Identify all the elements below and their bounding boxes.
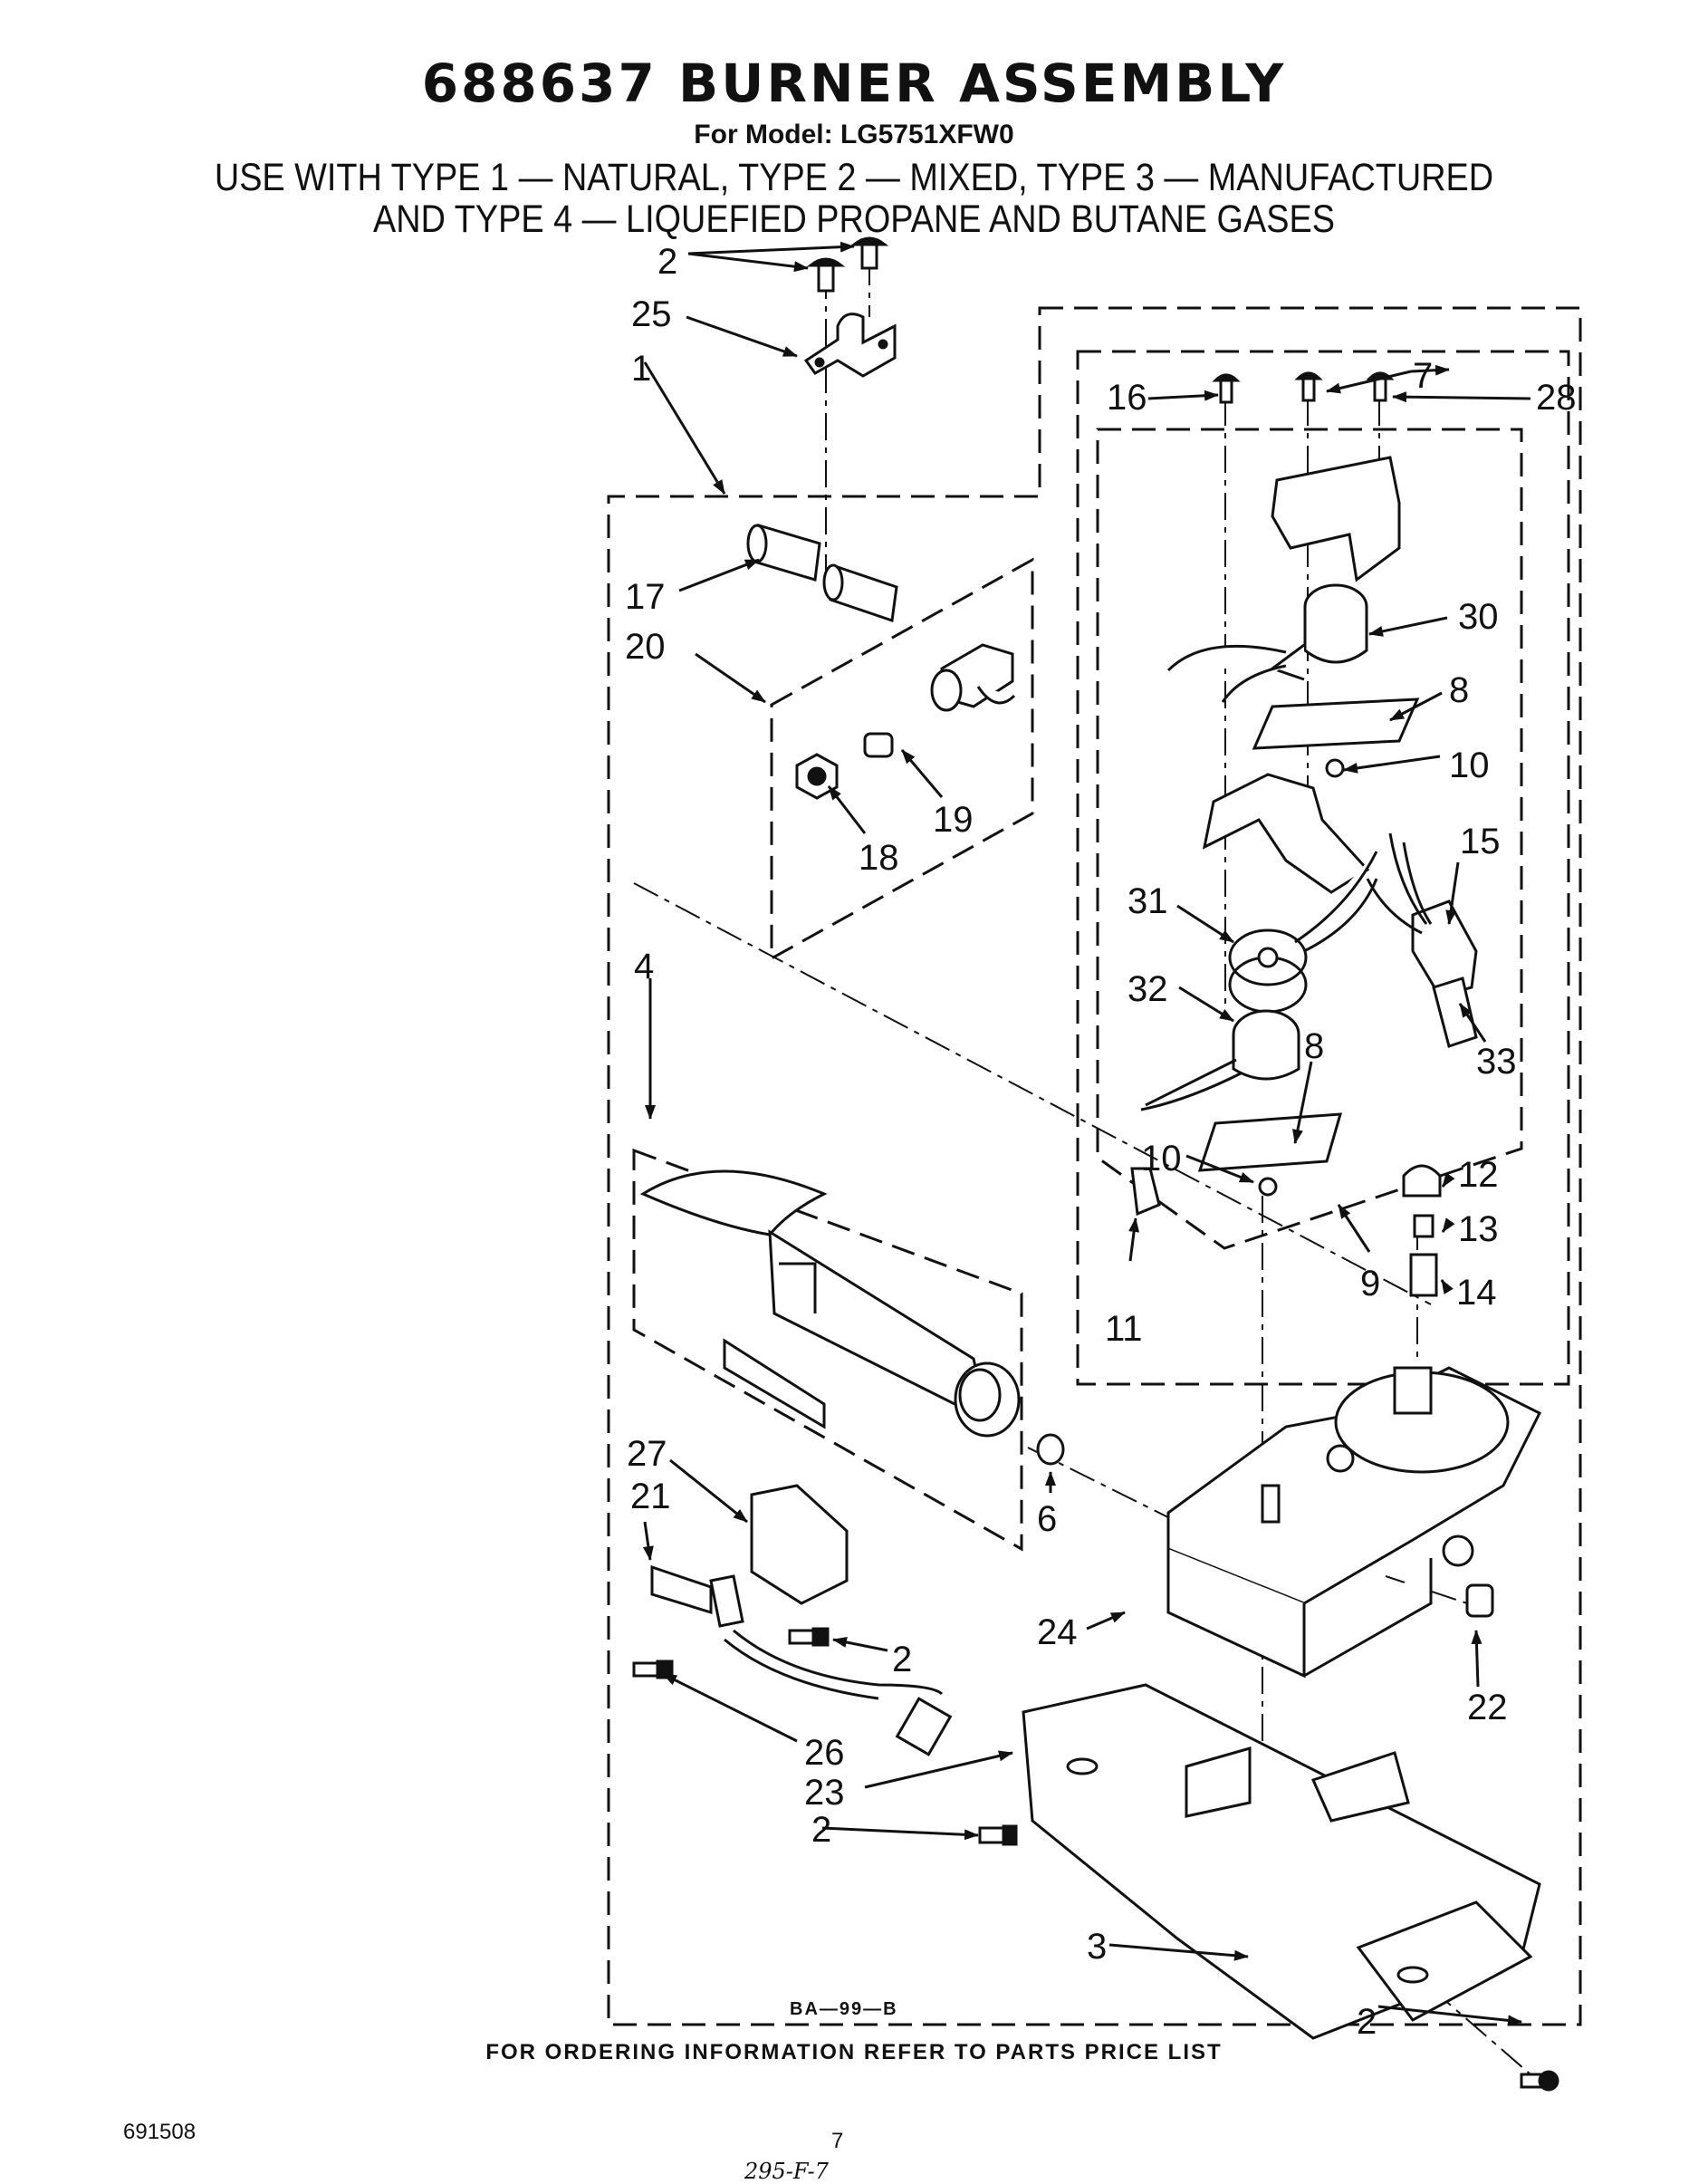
callout-label: 12 <box>1458 1155 1499 1195</box>
callout-label: 13 <box>1458 1209 1499 1249</box>
ordering-note: FOR ORDERING INFORMATION REFER TO PARTS … <box>485 2040 1223 2064</box>
gas-type-line-1: USE WITH TYPE 1 — NATURAL, TYPE 2 — MIXE… <box>214 156 1494 199</box>
callout-label: 27 <box>627 1434 667 1474</box>
callout-label: 10 <box>1141 1139 1182 1179</box>
callout-label: 7 <box>1413 356 1433 396</box>
callout-label: 19 <box>933 800 974 840</box>
handwritten-note: 295-F-7 <box>744 2159 829 2184</box>
callout-labels: 2 25 1 16 7 28 17 20 30 8 10 19 18 15 31… <box>625 242 1577 2042</box>
callout-label: 8 <box>1304 1026 1324 1066</box>
connector-parts <box>1366 832 1478 1048</box>
callout-label: 2 <box>811 1810 831 1850</box>
pipe-nipple-parts <box>746 524 898 623</box>
valve-coil-parts <box>1130 456 1420 1217</box>
callout-label: 10 <box>1449 746 1490 785</box>
screw-icon <box>978 1824 1018 1846</box>
callout-label: 20 <box>625 627 666 667</box>
model-subtitle: For Model: LG5751XFW0 <box>694 120 1014 149</box>
coil-subassembly-boundary <box>1096 428 1523 1250</box>
page-number: 7 <box>831 2129 844 2153</box>
igniter-parts <box>650 1484 953 1756</box>
callout-label: 3 <box>1087 1927 1107 1967</box>
valve-subassembly-boundary <box>1076 350 1570 1386</box>
callout-label: 17 <box>625 577 666 617</box>
callout-label: 2 <box>892 1640 912 1679</box>
callout-label: 16 <box>1107 378 1147 418</box>
clamp-part <box>803 313 897 378</box>
callout-label: 8 <box>1449 670 1469 710</box>
callout-label: 4 <box>634 947 654 986</box>
callout-label: 14 <box>1456 1273 1497 1313</box>
callout-label: 32 <box>1127 969 1168 1009</box>
diagram-code: BA—99—B <box>790 1999 898 2019</box>
callout-label: 26 <box>804 1733 845 1773</box>
callout-label: 24 <box>1037 1612 1078 1652</box>
callout-label: 9 <box>1360 1264 1380 1304</box>
callout-label: 15 <box>1460 822 1501 861</box>
document-number: 691508 <box>123 2120 197 2144</box>
screw-icon <box>849 236 889 270</box>
callout-label: 22 <box>1467 1688 1508 1727</box>
callout-label: 33 <box>1476 1042 1517 1082</box>
gas-type-line-2: AND TYPE 4 — LIQUEFIED PROPANE AND BUTAN… <box>373 197 1335 241</box>
screw-icon <box>806 257 846 293</box>
pilot-subassembly-boundary <box>770 557 1034 961</box>
callout-label: 21 <box>630 1477 671 1516</box>
callout-label: 28 <box>1536 378 1577 418</box>
callout-label: 2 <box>657 242 677 282</box>
burner-subassembly-boundary <box>632 1148 1023 1552</box>
screw-icon <box>1520 2070 1559 2092</box>
screw-icon <box>1294 371 1323 402</box>
leader-lines <box>642 241 1531 2026</box>
page-title: 688637 BURNER ASSEMBLY <box>421 53 1287 114</box>
callout-label: 25 <box>631 294 672 334</box>
screw-icon <box>1212 373 1241 404</box>
callout-label: 30 <box>1458 597 1499 637</box>
callout-label: 31 <box>1127 881 1168 921</box>
screw-icon <box>788 1627 830 1647</box>
callout-label: 23 <box>804 1773 845 1813</box>
mounting-bracket-part <box>1022 1683 1541 2040</box>
burner-tube-part <box>639 1169 1065 1466</box>
callout-label: 2 <box>1357 2002 1377 2042</box>
callout-label: 11 <box>1105 1309 1143 1349</box>
callout-label: 1 <box>631 349 651 389</box>
callout-label: 18 <box>859 838 899 878</box>
callout-label: 6 <box>1037 1499 1057 1539</box>
alignment-lines <box>633 258 1531 2075</box>
gas-valve-part <box>1166 1164 1542 1679</box>
pilot-fitting-part <box>795 643 1016 800</box>
